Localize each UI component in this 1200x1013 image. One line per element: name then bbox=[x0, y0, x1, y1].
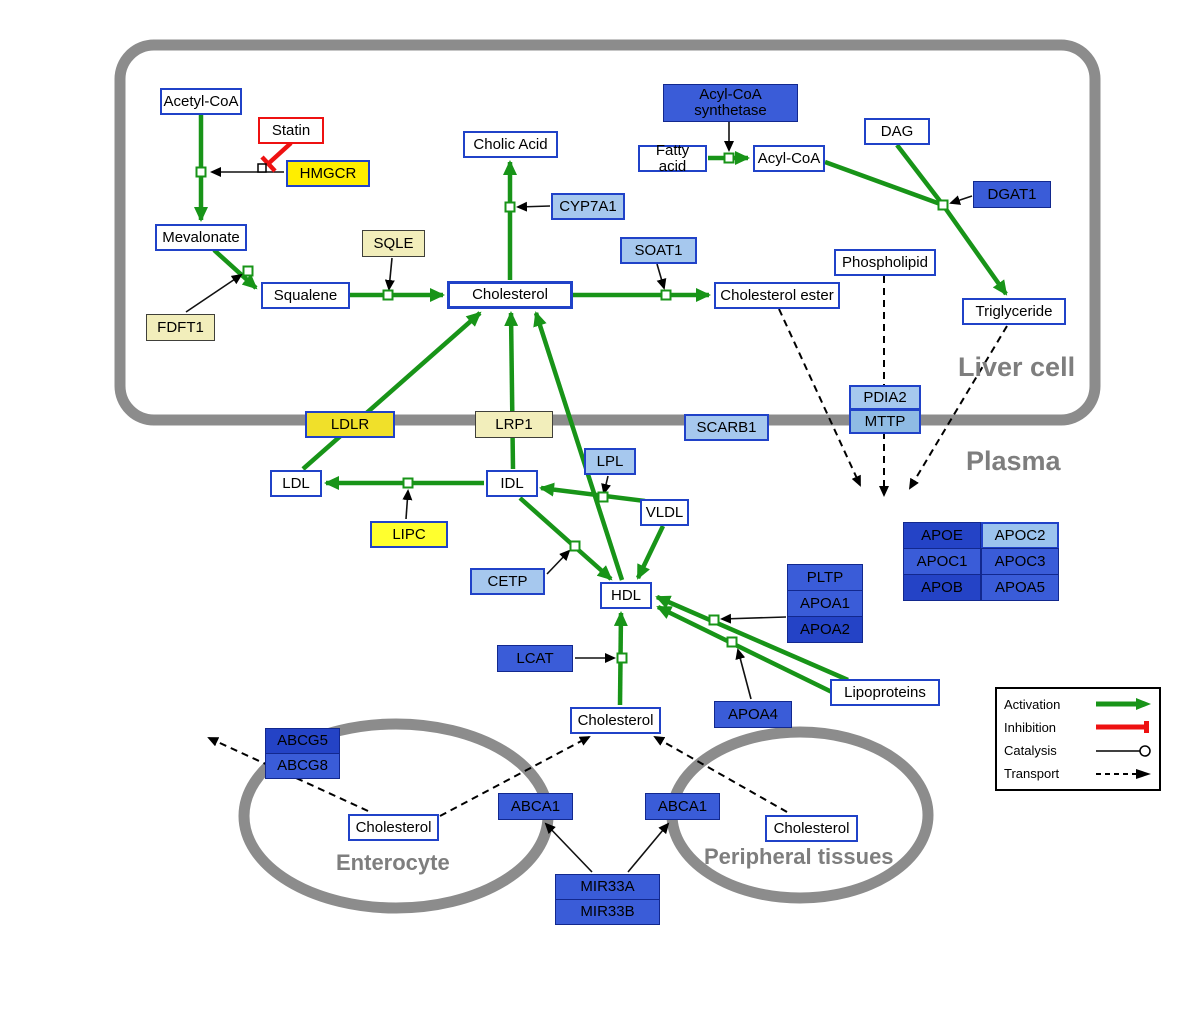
node-pltp[interactable]: PLTP bbox=[787, 564, 863, 591]
node-scarb1[interactable]: SCARB1 bbox=[684, 414, 769, 441]
node-abcg8[interactable]: ABCG8 bbox=[265, 753, 340, 779]
node-lipc[interactable]: LIPC bbox=[370, 521, 448, 548]
legend-activation-row: Activation bbox=[1004, 694, 1152, 714]
node-apoa2[interactable]: APOA2 bbox=[787, 616, 863, 643]
node-fdft1[interactable]: FDFT1 bbox=[146, 314, 215, 341]
catalysis-circle-icon bbox=[1096, 744, 1151, 757]
node-soat1[interactable]: SOAT1 bbox=[620, 237, 697, 264]
node-hdl[interactable]: HDL bbox=[600, 582, 652, 609]
node-apoa5[interactable]: APOA5 bbox=[981, 574, 1059, 601]
node-dag[interactable]: DAG bbox=[864, 118, 930, 145]
liver-cell-membrane bbox=[114, 39, 1101, 426]
legend-catalysis-label: Catalysis bbox=[1004, 743, 1057, 759]
node-abca1-left[interactable]: ABCA1 bbox=[498, 793, 573, 820]
plasma-label: Plasma bbox=[966, 446, 1061, 476]
node-lcat[interactable]: LCAT bbox=[497, 645, 573, 672]
node-mevalonate[interactable]: Mevalonate bbox=[155, 224, 247, 251]
node-acetyl-coa[interactable]: Acetyl-CoA bbox=[160, 88, 242, 115]
node-cholesterol-enterocyte[interactable]: Cholesterol bbox=[348, 814, 439, 841]
legend-activation-label: Activation bbox=[1004, 696, 1061, 712]
inhibition-tbar-icon bbox=[1096, 721, 1149, 734]
activation-edges bbox=[194, 114, 1008, 706]
node-cholic-acid[interactable]: Cholic Acid bbox=[463, 131, 558, 158]
node-lipoproteins[interactable]: Lipoproteins bbox=[830, 679, 940, 706]
node-apoc3[interactable]: APOC3 bbox=[981, 548, 1059, 575]
node-pdia2[interactable]: PDIA2 bbox=[849, 385, 921, 410]
node-lpl[interactable]: LPL bbox=[584, 448, 636, 475]
node-cetp[interactable]: CETP bbox=[470, 568, 545, 595]
legend-inhibition-label: Inhibition bbox=[1004, 719, 1057, 735]
node-mttp[interactable]: MTTP bbox=[849, 409, 921, 434]
node-cholesterol-liver[interactable]: Cholesterol bbox=[447, 281, 573, 309]
node-cyp7a1[interactable]: CYP7A1 bbox=[551, 193, 625, 220]
node-lrp1[interactable]: LRP1 bbox=[475, 411, 553, 438]
process-nodes bbox=[195, 152, 949, 664]
node-sqle[interactable]: SQLE bbox=[362, 230, 425, 257]
node-abca1-right[interactable]: ABCA1 bbox=[645, 793, 720, 820]
enterocyte-label: Enterocyte bbox=[336, 850, 450, 875]
node-apoe[interactable]: APOE bbox=[903, 522, 981, 549]
node-apoa4[interactable]: APOA4 bbox=[714, 701, 792, 728]
legend: Activation Inhibition Catalysis Transpor… bbox=[995, 687, 1161, 791]
node-hmgcr[interactable]: HMGCR bbox=[286, 160, 370, 187]
catalysis-edges bbox=[185, 122, 973, 873]
node-fatty-acid[interactable]: Fatty acid bbox=[638, 142, 707, 174]
node-apob[interactable]: APOB bbox=[903, 574, 981, 601]
node-acyl-coa[interactable]: Acyl-CoA bbox=[753, 145, 825, 172]
legend-transport-label: Transport bbox=[1004, 766, 1060, 782]
legend-inhibition-row: Inhibition bbox=[1004, 717, 1152, 737]
node-squalene[interactable]: Squalene bbox=[261, 282, 350, 309]
node-acyl-coa-synthetase[interactable]: Acyl-CoA synthetase bbox=[663, 84, 798, 122]
node-vldl[interactable]: VLDL bbox=[640, 499, 689, 526]
node-cholesterol-peripheral[interactable]: Cholesterol bbox=[765, 815, 858, 842]
liver-cell-label: Liver cell bbox=[958, 352, 1076, 382]
activation-arrow-icon bbox=[1096, 698, 1151, 710]
transport-arrow-icon bbox=[1096, 768, 1151, 779]
node-apoc2[interactable]: APOC2 bbox=[981, 522, 1059, 549]
inhibition-edge-statin bbox=[260, 141, 293, 173]
node-statin[interactable]: Statin bbox=[258, 117, 324, 144]
node-apoc1[interactable]: APOC1 bbox=[903, 548, 981, 575]
node-ldl[interactable]: LDL bbox=[270, 470, 322, 497]
node-abcg5[interactable]: ABCG5 bbox=[265, 728, 340, 754]
node-cholesterol-ester[interactable]: Cholesterol ester bbox=[714, 282, 840, 309]
node-mir33a[interactable]: MIR33A bbox=[555, 874, 660, 900]
legend-transport-row: Transport bbox=[1004, 764, 1152, 784]
peripheral-tissues-label: Peripheral tissues bbox=[704, 844, 894, 869]
node-ldlr[interactable]: LDLR bbox=[305, 411, 395, 438]
node-idl[interactable]: IDL bbox=[486, 470, 538, 497]
node-apoa1[interactable]: APOA1 bbox=[787, 590, 863, 617]
node-dgat1[interactable]: DGAT1 bbox=[973, 181, 1051, 208]
node-triglyceride[interactable]: Triglyceride bbox=[962, 298, 1066, 325]
legend-catalysis-row: Catalysis bbox=[1004, 741, 1152, 761]
node-phospholipid[interactable]: Phospholipid bbox=[834, 249, 936, 276]
node-cholesterol-plasma[interactable]: Cholesterol bbox=[570, 707, 661, 734]
node-mir33b[interactable]: MIR33B bbox=[555, 899, 660, 925]
